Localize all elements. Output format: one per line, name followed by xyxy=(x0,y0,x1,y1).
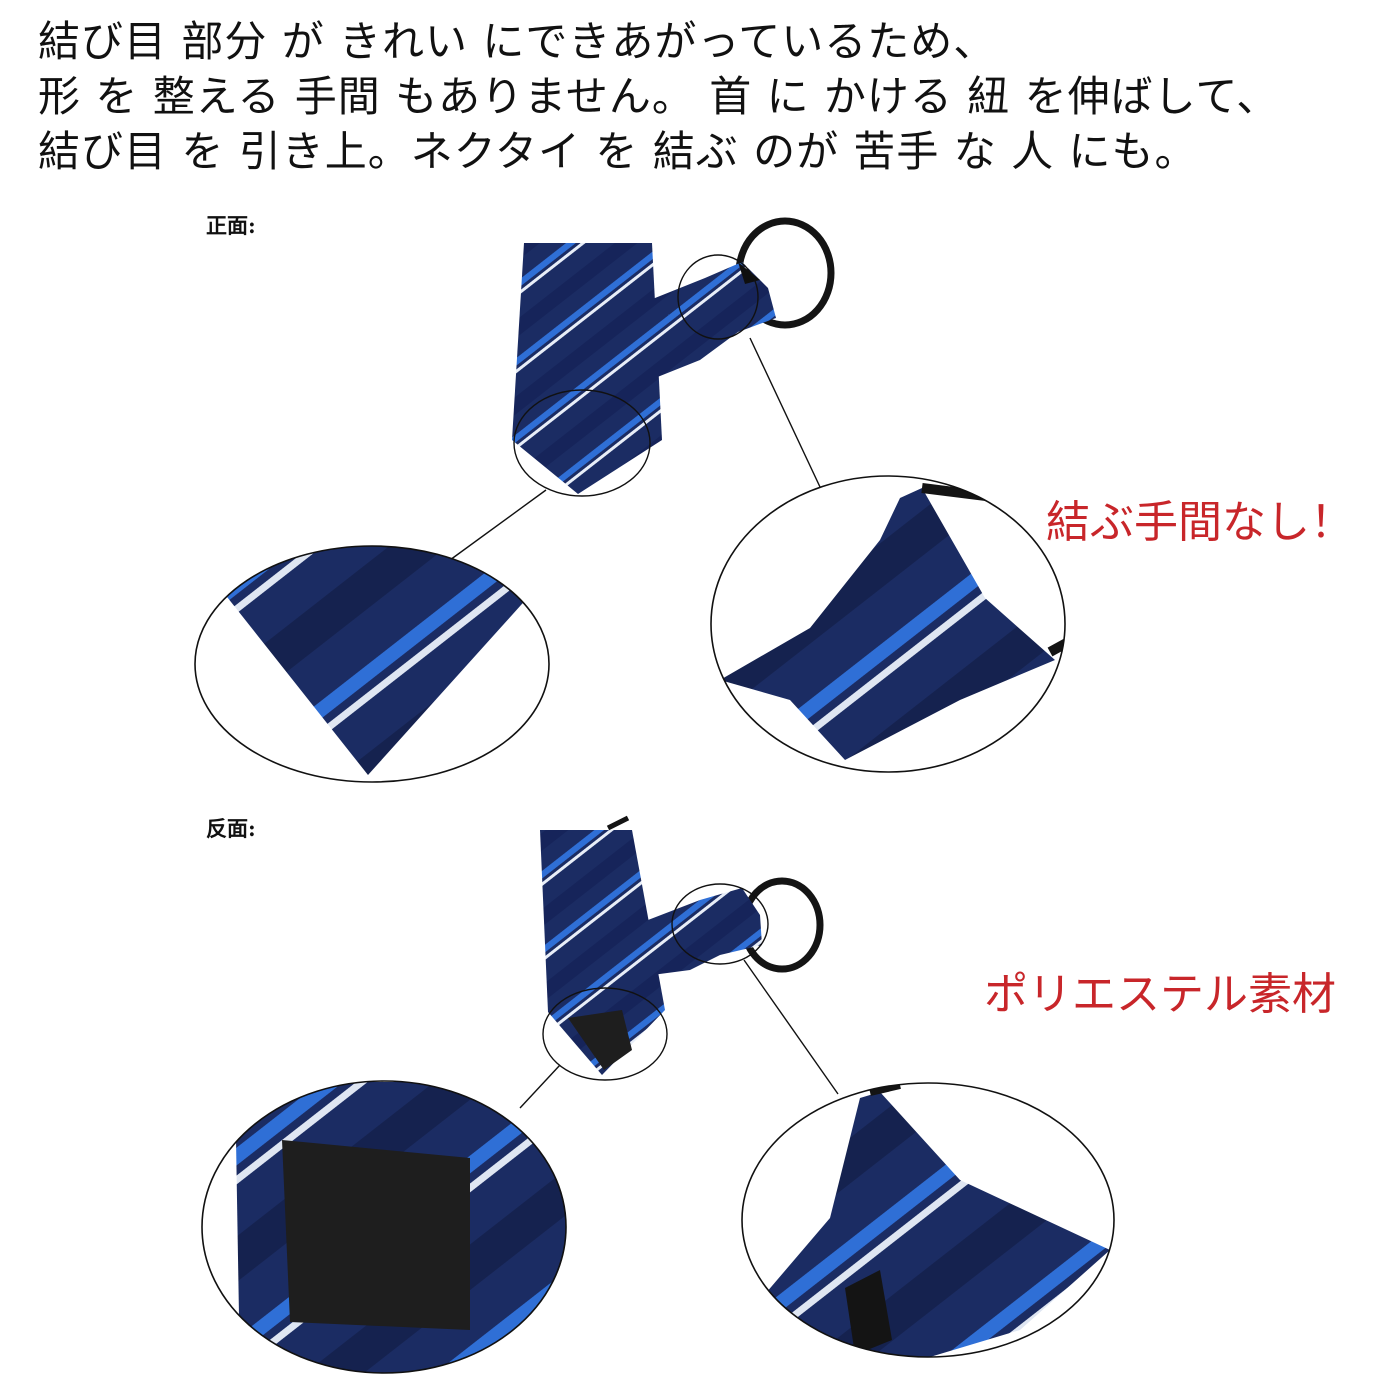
front-tip-zoom xyxy=(195,546,549,782)
intro-line-3: 結び目 を 引き上。ネクタイ を 結ぶ のが 苦手 な 人 にも。 xyxy=(38,127,1198,176)
front-zoom-indicators xyxy=(449,254,829,561)
intro-line-2: 形 を 整える 手間 もありません。 首 に かける 紐 を伸ばして、 xyxy=(38,72,1280,121)
material-callout: ポリエステル素材 xyxy=(984,969,1336,1020)
front-tie-photo xyxy=(512,217,835,494)
back-label: 反面: xyxy=(206,816,256,841)
intro-line-1: 結び目 部分 が きれい にできあがっているため、 xyxy=(38,17,997,66)
back-knot-zoom xyxy=(742,1083,1114,1357)
front-knot-zoom xyxy=(711,476,1065,772)
back-tip-zoom xyxy=(202,1081,566,1373)
back-zoom-indicators xyxy=(519,883,839,1109)
no-tying-callout: 結ぶ手間なし！ xyxy=(1046,497,1354,548)
intro-text: 結び目 部分 が きれい にできあがっているため、 形 を 整える 手間 もあり… xyxy=(38,14,1279,179)
front-label: 正面: xyxy=(206,213,256,238)
back-tie-photo xyxy=(540,815,824,1075)
